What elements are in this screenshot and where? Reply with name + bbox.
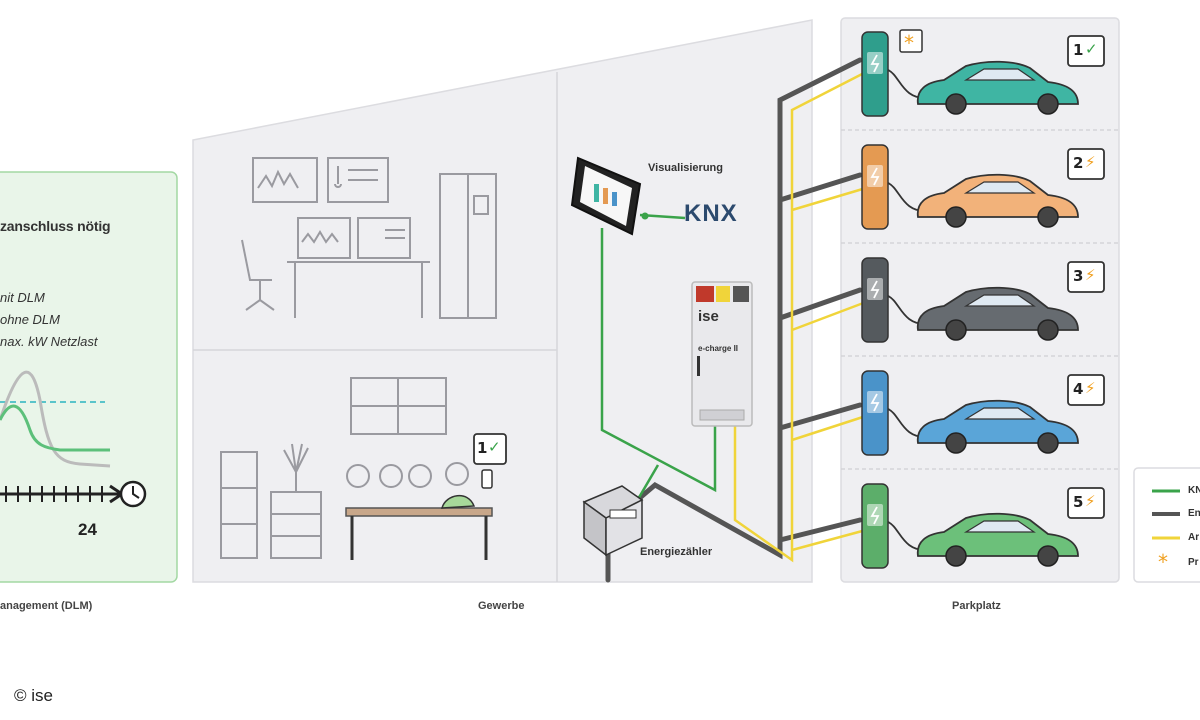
car-wheel-rear-1: [1037, 93, 1059, 115]
slot-badge-number: 2: [1073, 154, 1084, 172]
car-window-4: [963, 407, 1036, 420]
energy-meter-icon: [582, 485, 644, 557]
office-badge-number: 1: [477, 439, 488, 457]
car-wheel-rear-4: [1037, 432, 1059, 454]
car-wheel-rear-2: [1037, 206, 1059, 228]
caption-dlm: anagement (DLM): [0, 600, 93, 612]
bolt-icon: [870, 506, 880, 525]
charger-display-3: [867, 278, 883, 300]
building-panel: [192, 19, 813, 583]
caption-gewerbe: Gewerbe: [478, 600, 525, 612]
lightning-icon: ⚡: [1085, 153, 1096, 171]
label-energiezaehler: Energiezähler: [640, 546, 713, 558]
charge-cables: [733, 70, 867, 563]
clock-hands: [132, 486, 140, 499]
knx-node: [641, 212, 649, 220]
priority-star-icon: *: [904, 31, 914, 55]
charger-display-5: [867, 504, 883, 526]
car-wheel-rear-5: [1037, 545, 1059, 567]
device-name: e-charge II: [698, 344, 739, 353]
car-window-5: [963, 520, 1036, 533]
car-wheel-front-1: [945, 93, 967, 115]
echarge-device: [691, 281, 753, 427]
dlm-title: zanschluss nötig: [0, 218, 111, 234]
slot-badge-number: 1: [1073, 41, 1084, 59]
tablet-icon: [570, 156, 642, 236]
car-wheel-front-4: [945, 432, 967, 454]
legend-label-charge: Ar: [1188, 532, 1200, 543]
car-wheel-front-5: [945, 545, 967, 567]
office-badge-mark: ✓: [488, 438, 501, 456]
dlm-legend-with-dlm: nit DLM: [0, 290, 45, 305]
slot-badge-5: [1067, 487, 1105, 519]
car-window-2: [963, 181, 1036, 194]
lightning-icon: ⚡: [1085, 266, 1096, 284]
slot-badge-number: 4: [1073, 380, 1084, 398]
slot-badge-1: [1067, 35, 1105, 67]
car-window-3: [963, 294, 1036, 307]
bolt-icon: [870, 54, 880, 73]
dlm-axis-ticks: [5, 486, 103, 502]
car-window-1: [963, 68, 1036, 81]
caption-parkplatz: Parkplatz: [952, 600, 1001, 612]
dlm-curve-with: [0, 404, 110, 452]
bolt-icon: [870, 167, 880, 186]
meeting-sketch: [220, 377, 469, 559]
charger-display-1: [867, 52, 883, 74]
legend-box: [1133, 467, 1200, 583]
slot-badge-2: [1067, 148, 1105, 180]
parking-slot-5: [861, 483, 1105, 569]
slot-badge-number: 5: [1073, 493, 1084, 511]
dlm-legend-max-load: nax. kW Netzlast: [0, 334, 98, 349]
bolt-icon: [870, 280, 880, 299]
dlm-panel: [0, 171, 178, 583]
car-wheel-rear-3: [1037, 319, 1059, 341]
office-badge: [473, 433, 507, 465]
legend-swatch-priority-star: *: [1158, 550, 1168, 574]
legend-label-knx: KN: [1188, 485, 1200, 496]
car-wheel-front-2: [945, 206, 967, 228]
phone-icon: [481, 469, 493, 489]
dlm-axis-label: 24: [78, 520, 97, 539]
dlm-legend-without-dlm: ohne DLM: [0, 312, 60, 327]
parking-slot-3: [861, 257, 1105, 343]
office-sketch: [241, 157, 497, 319]
parking-dividers: [841, 129, 1119, 470]
slot-badge-number: 3: [1073, 267, 1084, 285]
slot-badge-4: [1067, 374, 1105, 406]
copyright-text: © ise: [14, 686, 53, 705]
label-visualisierung: Visualisierung: [648, 162, 723, 174]
lightning-icon: ⚡: [1085, 379, 1096, 397]
parking-slot-4: [861, 370, 1105, 456]
priority-badge: [899, 29, 923, 53]
bolt-icon: [870, 393, 880, 412]
charger-display-2: [867, 165, 883, 187]
charger-display-4: [867, 391, 883, 413]
car-wheel-front-3: [945, 319, 967, 341]
knx-logo: KNX: [684, 200, 738, 227]
meeting-table: [345, 507, 493, 517]
person-green-shirt: [440, 495, 476, 509]
legend-label-energy: En: [1188, 508, 1200, 519]
slot-badge-3: [1067, 261, 1105, 293]
check-icon: ✓: [1085, 40, 1098, 58]
parking-slot-2: [861, 144, 1105, 230]
lightning-icon: ⚡: [1085, 492, 1096, 510]
dlm-curve-without: [0, 370, 111, 468]
parking-slot-1: *: [861, 29, 1105, 117]
legend-label-priority: Pr: [1188, 557, 1199, 568]
device-brand: ise: [698, 308, 719, 325]
